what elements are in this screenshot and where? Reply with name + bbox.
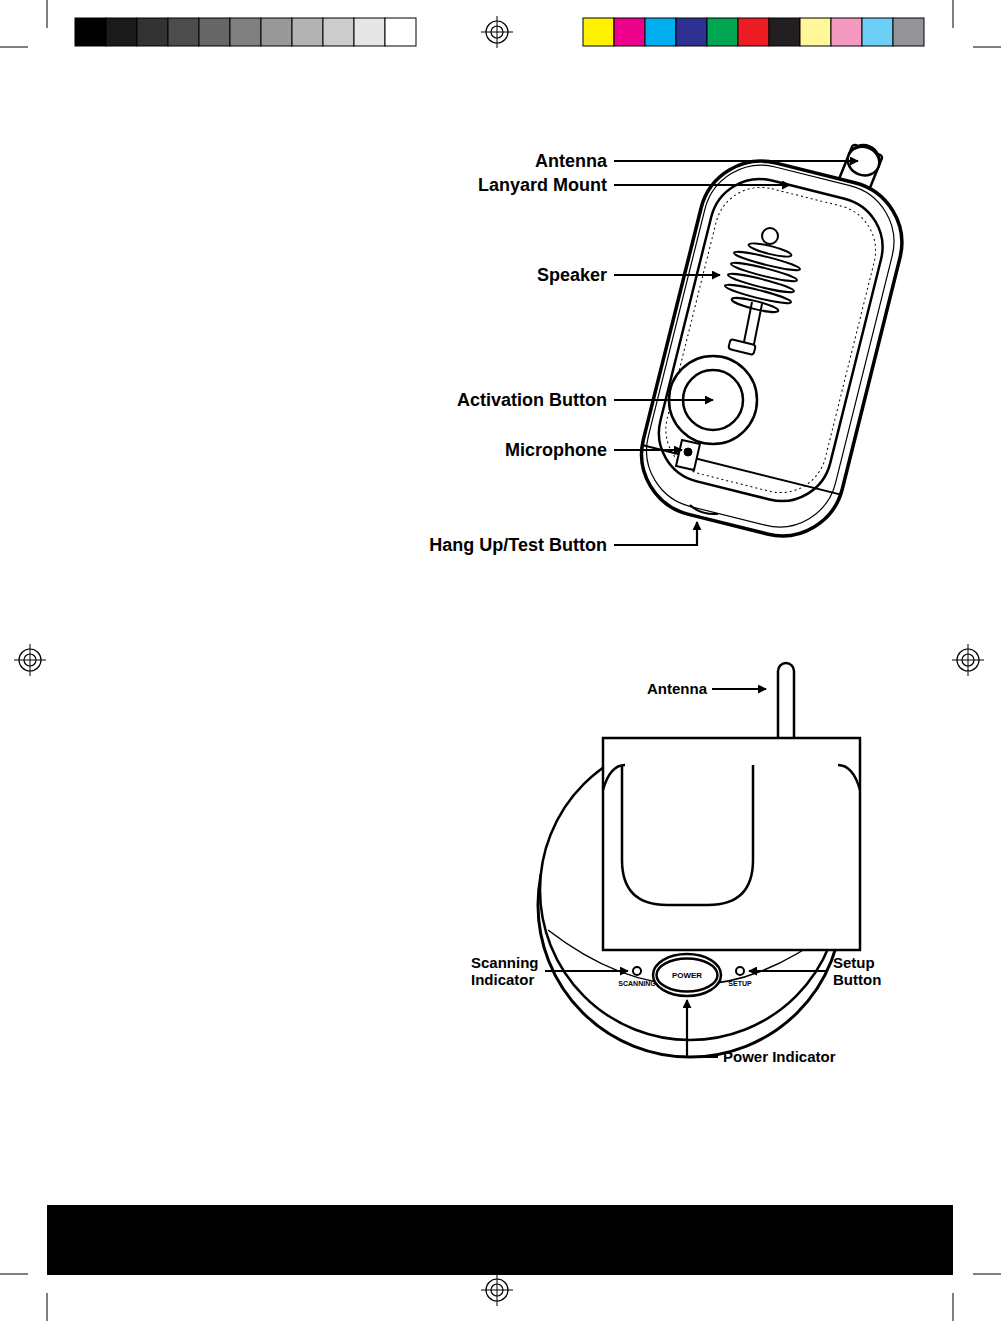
panel-marking: SETUP	[728, 980, 751, 988]
grey-bar	[75, 18, 416, 46]
pendant-drawing	[628, 140, 914, 549]
part-label: Speaker	[537, 265, 607, 286]
registration-mark	[14, 16, 984, 1306]
button-text: POWER	[672, 971, 702, 980]
part-label: Lanyard Mount	[478, 175, 607, 196]
part-label: Power Indicator	[723, 1048, 836, 1065]
part-label: Activation Button	[457, 390, 607, 411]
power-button: POWER	[655, 957, 719, 993]
button-outline	[657, 959, 718, 992]
part-label: Setup Button	[833, 954, 895, 989]
part-label: Hang Up/Test Button	[429, 535, 607, 556]
part-label: Microphone	[505, 440, 607, 461]
base-drawing	[538, 663, 860, 1057]
panel-marking: SCANNING	[618, 980, 655, 988]
leader-line	[614, 161, 858, 545]
footer-band	[47, 1205, 953, 1275]
part-label: Antenna	[535, 151, 607, 172]
colour-bar	[583, 18, 924, 46]
part-label: Antenna	[647, 680, 707, 697]
leader-line	[545, 689, 827, 1057]
part-label: Scanning Indicator	[471, 954, 547, 989]
